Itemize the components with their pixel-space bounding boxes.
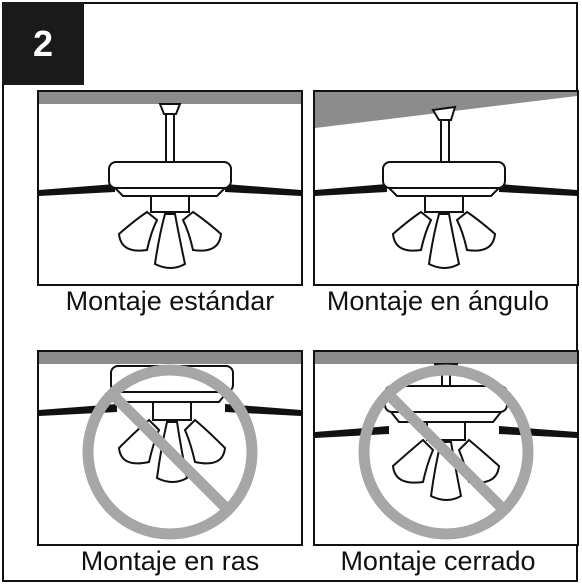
motor-housing	[108, 161, 232, 189]
ceiling	[39, 352, 301, 364]
canopy	[431, 105, 457, 121]
shade-center	[427, 213, 461, 269]
prohibited-sign-icon	[82, 364, 258, 540]
shade-left	[391, 438, 435, 484]
canopy	[158, 103, 182, 115]
blade-left	[39, 184, 115, 196]
shade-center	[153, 213, 187, 269]
shade-right	[455, 210, 497, 252]
panel-standard-mount	[37, 90, 303, 286]
light-kit	[150, 195, 190, 213]
shade-right	[183, 418, 227, 465]
panel-angled-mount	[313, 90, 579, 286]
blade-right	[499, 426, 577, 438]
light-kit	[424, 195, 464, 213]
downrod	[440, 119, 450, 163]
ceiling	[39, 92, 301, 104]
blade-right	[499, 184, 577, 196]
downrod	[165, 113, 175, 163]
blade-right	[225, 184, 301, 196]
panel-close-mount	[313, 350, 579, 546]
downrod	[441, 373, 451, 387]
caption-flush-mount: Montaje en ras	[80, 546, 260, 576]
flush-mount-illustration	[39, 352, 301, 540]
close-mount-illustration	[315, 352, 577, 540]
shade-right	[181, 210, 223, 252]
step-number-badge: 2	[2, 2, 84, 85]
panel-flush-mount	[37, 350, 303, 546]
caption-angled-mount: Montaje en ángulo	[326, 286, 550, 316]
blade-left	[315, 184, 387, 196]
caption-standard-mount: Montaje estándar	[65, 286, 275, 316]
blade-left	[315, 426, 389, 438]
motor-housing	[382, 161, 506, 189]
caption-close-mount: Montaje cerrado	[340, 546, 536, 576]
angled-mount-illustration	[315, 92, 577, 269]
light-kit	[152, 401, 192, 421]
ceiling	[315, 352, 577, 364]
standard-mount-illustration	[39, 92, 301, 269]
prohibited-sign-icon	[358, 364, 534, 540]
shade-left	[117, 210, 159, 252]
shade-left	[391, 210, 433, 252]
